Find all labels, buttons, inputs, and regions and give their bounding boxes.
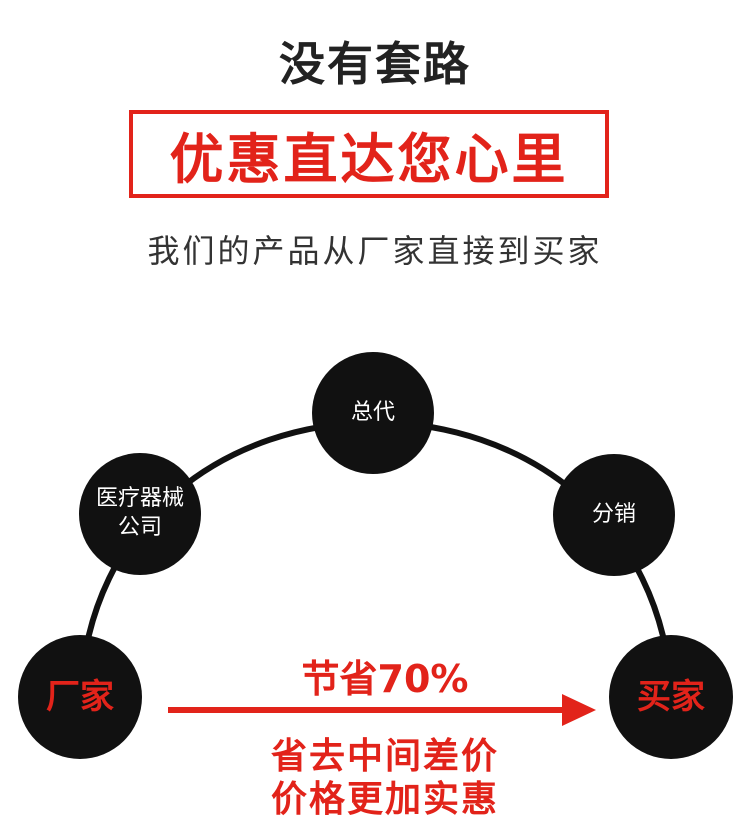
savings-note-2: 价格更加实惠: [270, 779, 499, 820]
node-general-agent: 总代: [312, 352, 434, 474]
savings-note-1: 省去中间差价: [270, 736, 499, 777]
node-general-agent-label: 总代: [350, 399, 395, 425]
page-title: 没有套路: [279, 37, 471, 91]
promo-banner: 优惠直达您心里: [129, 110, 609, 198]
node-factory-label: 厂家: [46, 676, 114, 717]
node-medical-company-label-2: 公司: [117, 515, 162, 540]
subtitle: 我们的产品从厂家直接到买家: [147, 232, 603, 270]
node-medical-company: 医疗器械 公司: [79, 453, 201, 575]
node-buyer: 买家: [609, 635, 733, 759]
node-distributor-label: 分销: [591, 501, 636, 527]
node-factory: 厂家: [18, 635, 142, 759]
node-distributor: 分销: [553, 454, 675, 576]
direct-arrow-head: [562, 694, 596, 726]
savings-label: 节省70%: [301, 657, 469, 701]
node-medical-company-label-1: 医疗器械: [95, 486, 184, 512]
node-buyer-label: 买家: [637, 676, 705, 717]
